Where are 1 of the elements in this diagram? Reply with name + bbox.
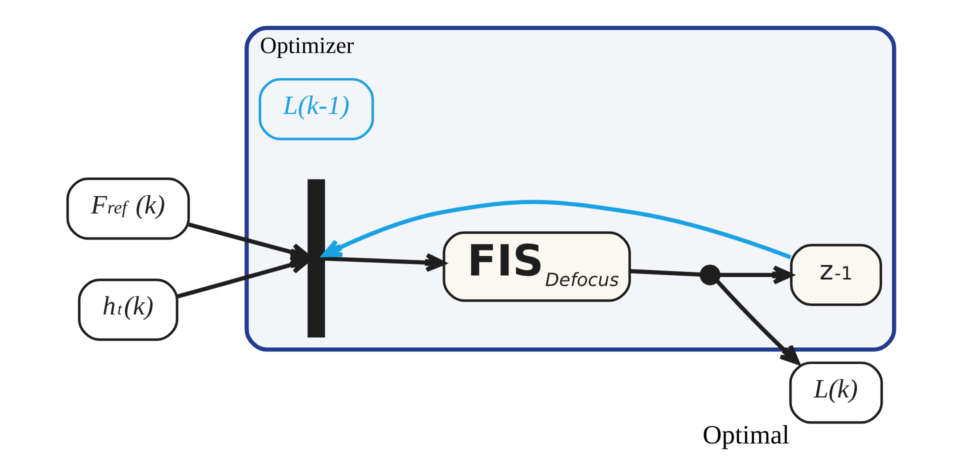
node-label: Optimal: [702, 420, 790, 450]
